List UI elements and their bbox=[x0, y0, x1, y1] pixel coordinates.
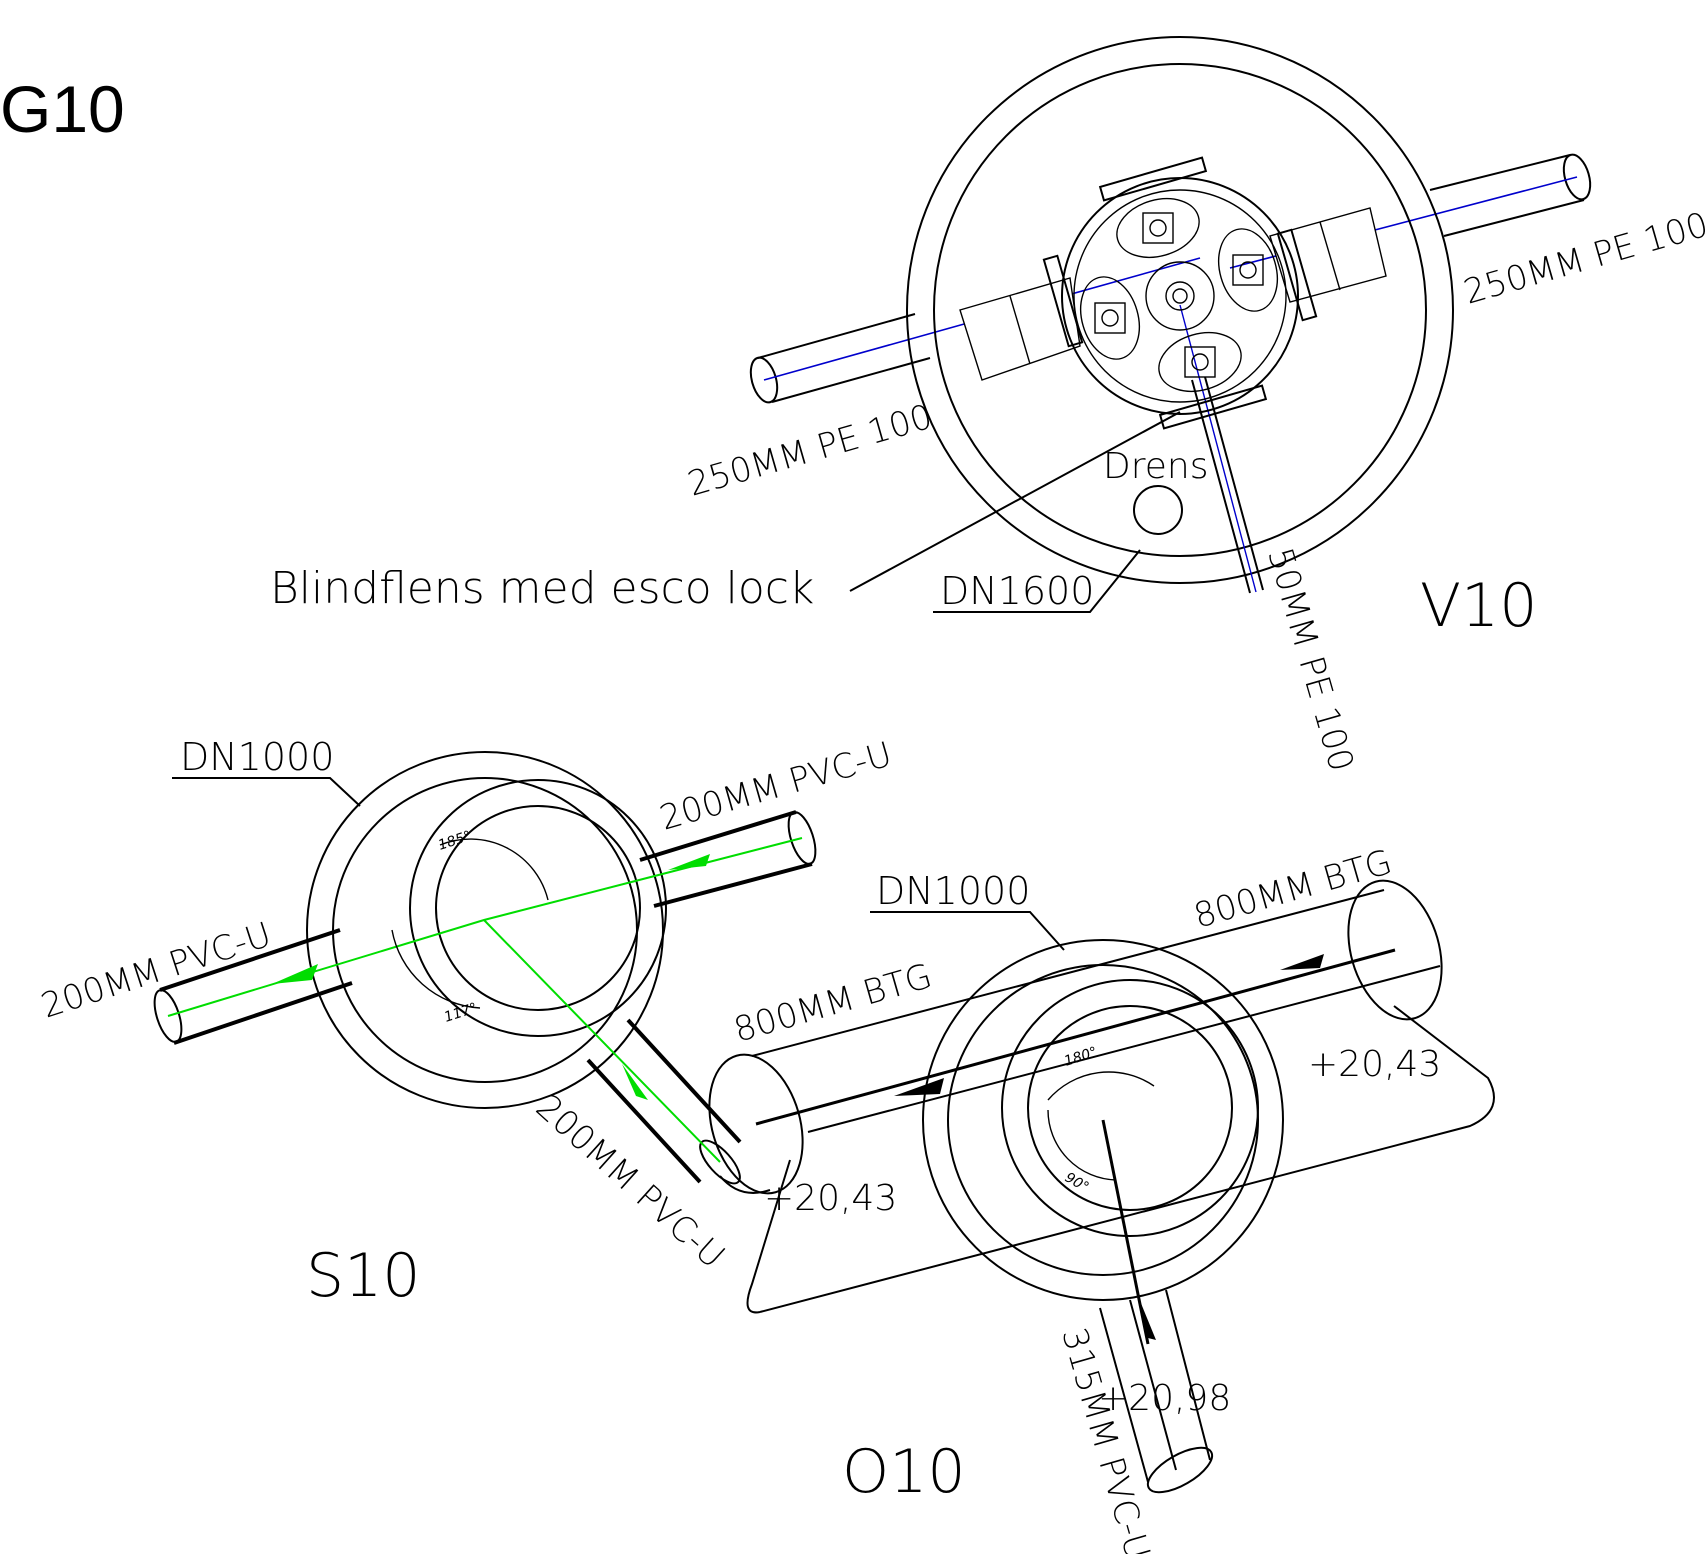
v10-pipe-down bbox=[1179, 304, 1264, 594]
v10-pipe-left-label: 250MM PE 100 bbox=[683, 397, 936, 505]
v10-valve-top bbox=[1116, 198, 1200, 258]
v10-pipe-right-label: 250MM PE 100 bbox=[1459, 205, 1706, 313]
o10-pipe-bottom bbox=[1099, 1289, 1214, 1494]
s10-pipe-upper-right-label: 200MM PVC-U bbox=[655, 734, 896, 838]
s10-id-label: S10 bbox=[306, 1241, 420, 1311]
s10-pipe-lower-right-label: 200MM PVC-U bbox=[528, 1087, 732, 1277]
o10-angle-arc-a bbox=[1047, 1071, 1155, 1101]
s10-pipe-left-label: 200MM PVC-U bbox=[36, 915, 276, 1027]
v10-valve-bottom bbox=[1158, 332, 1242, 392]
s10-outer-wall bbox=[306, 751, 664, 1109]
s10-inner-wall bbox=[332, 777, 638, 1083]
o10-pipe-right-label: 800MM BTG bbox=[1189, 842, 1396, 937]
s10-angle-arc-b bbox=[391, 929, 481, 1009]
v10-id-label: V10 bbox=[1420, 571, 1537, 641]
o10-level-bottom: +20,98 bbox=[1098, 1378, 1231, 1419]
o10-outer-wall bbox=[922, 939, 1284, 1301]
v10-valve-left bbox=[1080, 276, 1140, 360]
o10-flow-lines bbox=[755, 948, 1396, 1345]
o10-angle-arc-b bbox=[1047, 1109, 1117, 1181]
o10-pipe-left-label: 800MM BTG bbox=[729, 956, 936, 1051]
v10-blindflange-leader bbox=[849, 411, 1181, 592]
o10-id-label: O10 bbox=[842, 1437, 966, 1507]
v10-blindflange-label: Blindflens med esco lock bbox=[270, 563, 814, 614]
o10-riser-outer bbox=[1001, 979, 1259, 1237]
s10-flow-lines bbox=[167, 837, 803, 1163]
s10-diameter-label: DN1000 bbox=[180, 735, 334, 779]
v10-outer-wall bbox=[906, 36, 1454, 584]
o10-level-right: +20,43 bbox=[1308, 1044, 1441, 1085]
o10-level-left: +20,43 bbox=[764, 1178, 897, 1219]
v10-valve-chamber: 250MM PE 100 250MM PE 100 50MM PE 100 Dr… bbox=[270, 36, 1706, 776]
v10-diameter-label: DN1600 bbox=[940, 569, 1094, 613]
o10-riser-inner bbox=[1027, 1005, 1233, 1211]
s10-angle-arc-a bbox=[439, 838, 549, 901]
s10-angle-b: 117° bbox=[442, 1000, 479, 1026]
s10-riser-inner bbox=[435, 805, 641, 1011]
s10-pipe-lower-right bbox=[586, 1018, 742, 1185]
v10-valve-right bbox=[1218, 228, 1278, 312]
v10-inner-wall bbox=[933, 63, 1427, 557]
v10-diameter-leader bbox=[933, 549, 1141, 613]
s10-riser-outer bbox=[409, 779, 667, 1037]
v10-flange-spools bbox=[959, 207, 1387, 381]
v10-drain-sump bbox=[1133, 485, 1183, 535]
o10-diameter-label: DN1000 bbox=[876, 869, 1030, 913]
v10-valve-manifold bbox=[1042, 156, 1318, 430]
v10-pipe-down-label: 50MM PE 100 bbox=[1259, 543, 1361, 776]
o10-culvert bbox=[708, 879, 1495, 1314]
o10-pipe-bottom-label: 315MM PVC-U bbox=[1053, 1323, 1157, 1554]
o10-angle-a: 180° bbox=[1062, 1044, 1099, 1070]
o10-manhole: 180° 90° DN1000 800MM BTG 800MM BTG 315M… bbox=[708, 842, 1495, 1554]
s10-diameter-leader bbox=[172, 777, 361, 807]
v10-drain-label: Drens bbox=[1103, 446, 1208, 487]
o10-diameter-leader bbox=[870, 911, 1065, 951]
sheet-title: G10 bbox=[0, 72, 125, 146]
